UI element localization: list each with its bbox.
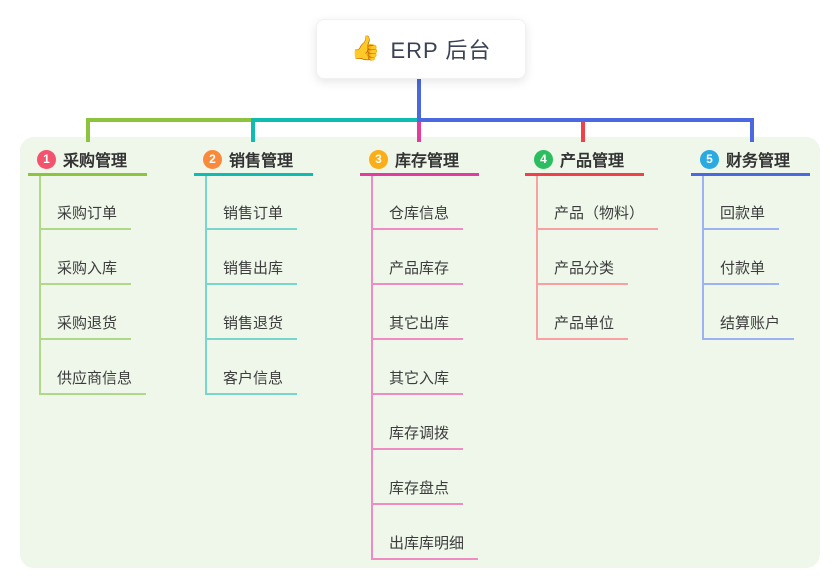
mindmap-node-label: 销售出库 [223,260,284,277]
mindmap-node-label: 其它入库 [389,370,450,387]
branch-label: 财务管理 [726,153,791,170]
mindmap-node-label: 采购入库 [57,260,118,277]
branch-label: 销售管理 [229,153,294,170]
mindmap-node[interactable]: 采购入库 [39,253,132,285]
branch-spine-1 [39,176,41,395]
mindmap-node-label: 供应商信息 [57,370,133,387]
mindmap-node[interactable]: 销售出库 [205,253,298,285]
branch-underline-2 [194,173,313,176]
mindmap-node[interactable]: 供应商信息 [39,363,147,395]
mindmap-node-label: 出库库明细 [389,535,465,552]
branch-drop-line-1 [86,122,90,142]
branch-badge-4: 4 [534,149,553,169]
root-node-label: ERP 后台 [390,38,492,63]
mindmap-node-label: 产品分类 [554,260,615,277]
branch-badge-3: 3 [369,149,388,169]
mindmap-node[interactable]: 产品分类 [536,253,629,285]
mindmap-node-label: 销售退货 [223,315,284,332]
branch-underline-5 [691,173,810,176]
branch-drop-line-3 [417,122,421,142]
trunk-rail-segment-1 [86,118,255,122]
branch-underline-4 [525,173,644,176]
mindmap-node[interactable]: 仓库信息 [371,198,464,230]
mindmap-node[interactable]: 结算账户 [702,308,795,340]
mindmap-node-label: 产品（物料） [554,205,645,222]
branches-panel [20,137,820,568]
mindmap-node-label: 结算账户 [720,315,781,332]
mindmap-node[interactable]: 销售退货 [205,308,298,340]
mindmap-node-label: 产品库存 [389,260,450,277]
mindmap-node[interactable]: 付款单 [702,253,780,285]
branch-label: 采购管理 [63,153,128,170]
mindmap-node[interactable]: 其它出库 [371,308,464,340]
mindmap-node-label: 回款单 [720,205,766,222]
mindmap-node[interactable]: 采购退货 [39,308,132,340]
mindmap-node-label: 其它出库 [389,315,450,332]
mindmap-node-label: 客户信息 [223,370,284,387]
mindmap-node-label: 库存盘点 [389,480,450,497]
mindmap-node[interactable]: 销售订单 [205,198,298,230]
branch-underline-1 [28,173,147,176]
branch-label: 库存管理 [395,153,460,170]
branch-header-4[interactable]: 4 产品管理 [525,146,624,172]
branch-header-2[interactable]: 2 销售管理 [194,146,293,172]
mindmap-node[interactable]: 库存盘点 [371,473,464,505]
branch-badge-5: 5 [700,149,719,169]
mindmap-node[interactable]: 产品库存 [371,253,464,285]
mindmap-node[interactable]: 产品单位 [536,308,629,340]
mindmap-node[interactable]: 产品（物料） [536,198,659,230]
mindmap-node-label: 付款单 [720,260,766,277]
mindmap-node[interactable]: 客户信息 [205,363,298,395]
trunk-line-vertical [417,79,421,122]
mindmap-node[interactable]: 采购订单 [39,198,132,230]
branch-drop-line-2 [251,122,255,142]
mindmap-node-label: 销售订单 [223,205,284,222]
trunk-rail-segment-2 [251,118,421,122]
branch-badge-1: 1 [37,149,56,169]
branch-label: 产品管理 [560,153,625,170]
branch-spine-3 [371,176,373,560]
branch-drop-line-4 [581,122,585,142]
mindmap-node[interactable]: 出库库明细 [371,528,479,560]
branch-header-5[interactable]: 5 财务管理 [691,146,790,172]
mindmap-node[interactable]: 其它入库 [371,363,464,395]
mindmap-node-label: 采购订单 [57,205,118,222]
branch-spine-5 [702,176,704,340]
branch-underline-3 [360,173,479,176]
mindmap-node-label: 采购退货 [57,315,118,332]
trunk-rail-segment-3 [417,118,754,122]
branch-drop-line-5 [750,122,754,142]
root-node-erp[interactable]: 👍 ERP 后台 [316,19,526,79]
branch-spine-2 [205,176,207,395]
branch-header-1[interactable]: 1 采购管理 [28,146,127,172]
mindmap-node[interactable]: 回款单 [702,198,780,230]
branch-header-3[interactable]: 3 库存管理 [360,146,459,172]
branch-badge-2: 2 [203,149,222,169]
mindmap-node-label: 仓库信息 [389,205,450,222]
branch-spine-4 [536,176,538,340]
mindmap-node[interactable]: 库存调拨 [371,418,464,450]
thumbs-up-icon: 👍 [350,35,381,62]
mindmap-node-label: 产品单位 [554,315,615,332]
mindmap-node-label: 库存调拨 [389,425,450,442]
